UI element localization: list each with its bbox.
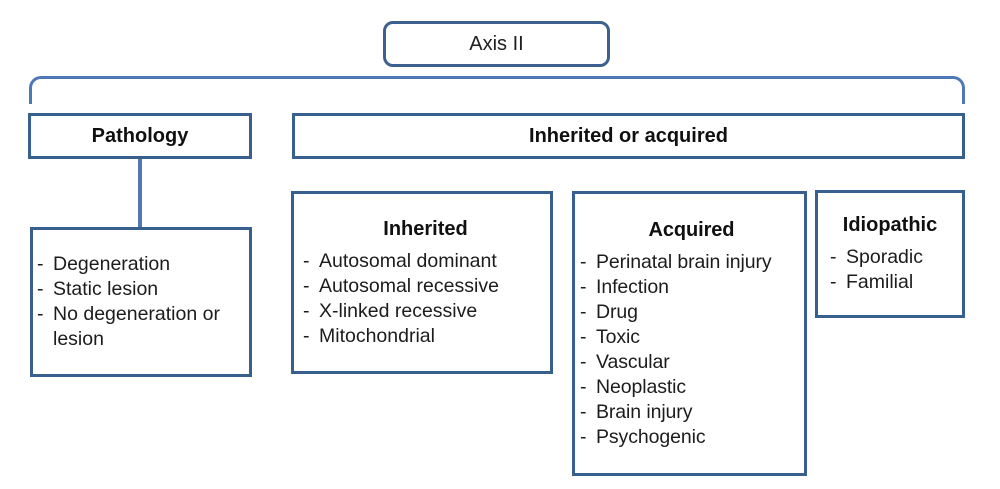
item-bullet: - [303,249,310,272]
item-text: Neoplastic [596,375,687,398]
item-text: Psychogenic [596,425,706,448]
top-bracket-connector [29,76,965,104]
item-text: X-linked recessive [319,299,478,322]
item-bullet: - [303,324,310,347]
item-bullet: - [303,299,310,322]
list-item: - Psychogenic [580,425,803,450]
inherited-title: Inherited [383,217,468,240]
inherited-acquired-header-label: Inherited or acquired [529,124,728,147]
item-text: Perinatal brain injury [596,250,772,273]
item-bullet: - [580,375,587,398]
item-bullet: - [580,425,587,448]
inherited-acquired-header-box: Inherited or acquired [292,113,965,159]
list-item: - Vascular [580,350,803,375]
item-text: Autosomal recessive [319,274,499,297]
item-text: Brain injury [596,400,693,423]
item-text: Sporadic [846,246,923,268]
inherited-box: Inherited - Autosomal dominant - Autosom… [291,191,553,374]
list-item: - X-linked recessive [303,299,548,324]
list-item: - Infection [580,275,803,300]
item-text: Toxic [596,325,640,348]
list-item: - Drug [580,300,803,325]
list-item: - Autosomal dominant [303,249,548,274]
list-item: - Neoplastic [580,375,803,400]
list-item: - Familial [830,270,960,295]
list-item: - Static lesion [37,277,247,302]
item-text: Infection [596,275,669,298]
item-text: Familial [846,271,914,293]
item-text: Drug [596,300,638,323]
item-bullet: - [580,325,587,348]
pathology-connector-line [138,159,142,228]
pathology-list-box: - Degeneration - Static lesion - No dege… [30,227,252,377]
axis-ii-node: Axis II [383,21,610,67]
item-bullet: - [580,400,587,423]
list-item: - Sporadic [830,245,960,270]
item-text: Degeneration [53,253,171,275]
item-bullet: - [37,253,44,275]
axis-ii-label: Axis II [469,32,524,55]
pathology-header-box: Pathology [28,113,252,159]
item-text: Static lesion [53,278,159,300]
item-bullet: - [37,303,44,325]
item-bullet: - [830,271,837,293]
item-text: Autosomal dominant [319,249,497,272]
item-bullet: - [37,278,44,300]
acquired-box: Acquired - Perinatal brain injury - Infe… [572,191,807,476]
item-bullet: - [303,274,310,297]
item-text: No degeneration or lesion [53,303,220,350]
item-bullet: - [580,300,587,323]
item-text: Mitochondrial [319,324,435,347]
list-item: - Brain injury [580,400,803,425]
acquired-title: Acquired [648,218,735,241]
item-bullet: - [580,350,587,373]
list-item: - Toxic [580,325,803,350]
item-bullet: - [830,246,837,268]
item-bullet: - [580,250,587,273]
list-item: - Degeneration [37,252,247,277]
pathology-header-label: Pathology [91,124,189,147]
item-text: Vascular [596,350,670,373]
item-bullet: - [580,275,587,298]
list-item: - Autosomal recessive [303,274,548,299]
idiopathic-box: Idiopathic - Sporadic - Familial [815,190,965,318]
list-item: - No degeneration or lesion [37,302,247,352]
idiopathic-title: Idiopathic [842,214,938,236]
list-item: - Perinatal brain injury [580,250,803,275]
list-item: - Mitochondrial [303,324,548,349]
